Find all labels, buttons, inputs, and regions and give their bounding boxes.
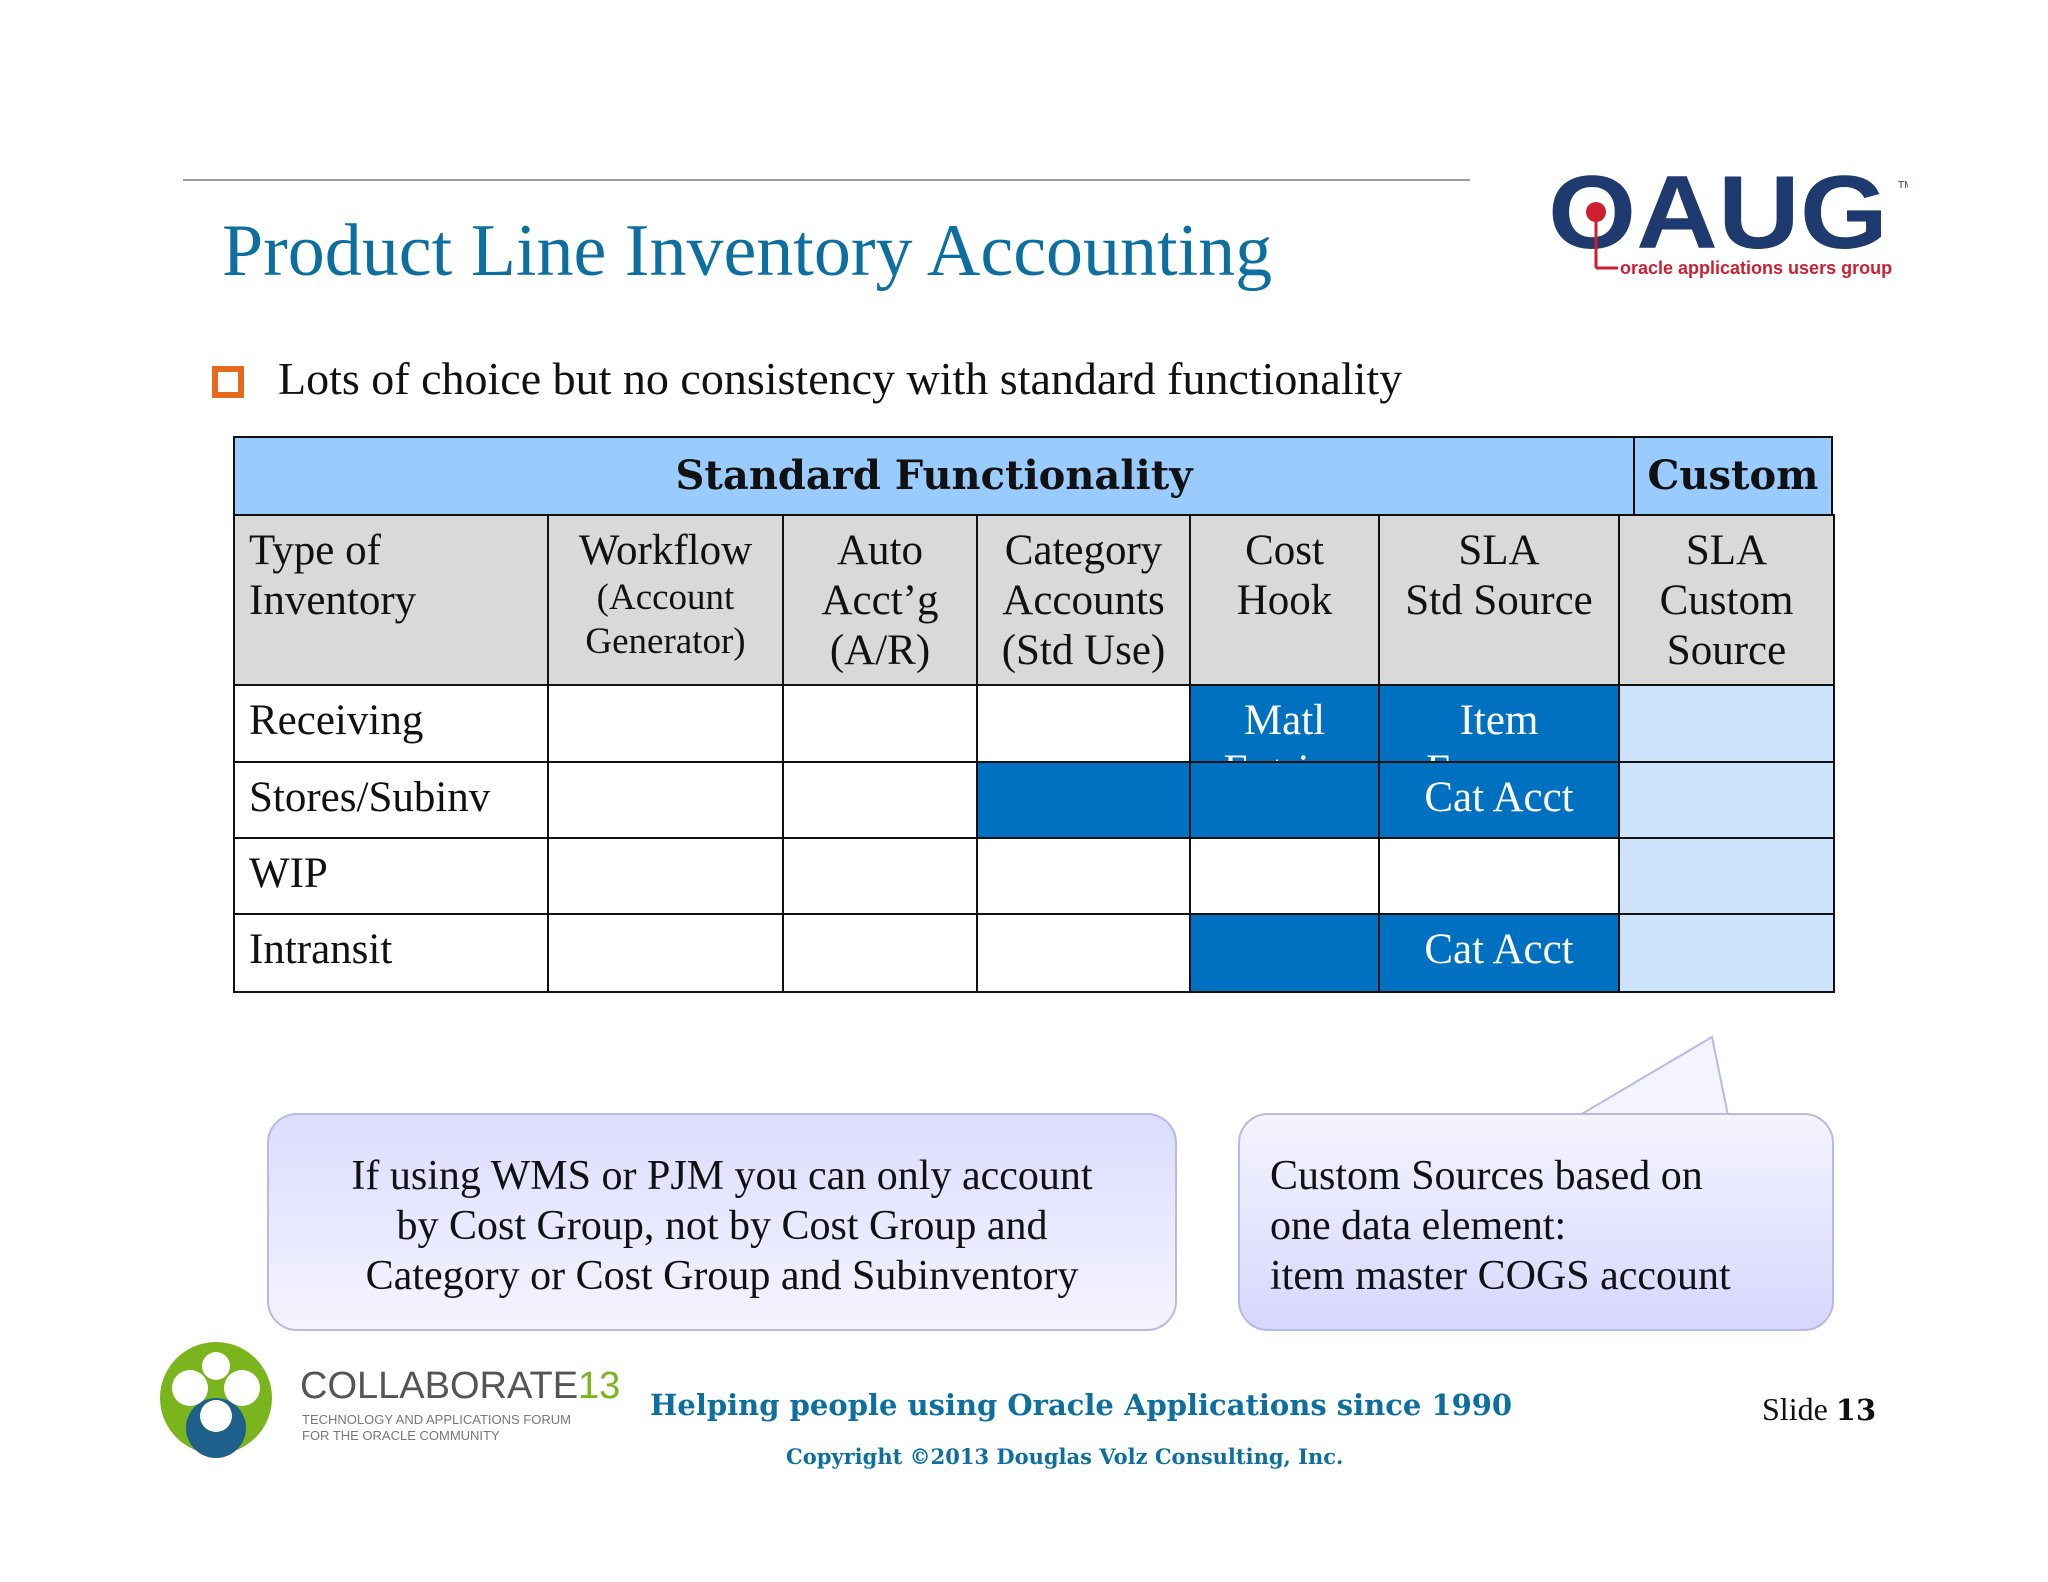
callout-right-line-2: one data element: <box>1270 1203 1567 1249</box>
column-header-type-of-inventory-line-1: Type of <box>249 527 381 574</box>
row-label-stores-subinv: Stores/Subinv <box>233 761 549 839</box>
column-header-category-accounts-std-use-line-2: Accounts <box>1002 577 1165 624</box>
table-cell-receiving-5-line-1: Item <box>1459 697 1539 744</box>
table-cell-wip-5 <box>1378 837 1620 915</box>
callout-right-line-1: Custom Sources based on <box>1270 1153 1703 1199</box>
callout-right-line-3: item master COGS account <box>1270 1253 1731 1299</box>
column-header-category-accounts-std-use-line-3: (Std Use) <box>1001 627 1166 674</box>
table-cell-receiving-3 <box>976 684 1191 763</box>
callout-left-line-2: by Cost Group, not by Cost Group and <box>396 1203 1048 1249</box>
table-cell-stores-subinv-2 <box>782 761 978 839</box>
table-cell-stores-subinv-3 <box>976 761 1191 839</box>
oaug-logo: OAUG TM oracle applications users group <box>1548 160 1908 278</box>
callout-left-line-1: If using WMS or PJM you can only account <box>351 1153 1093 1199</box>
callout-pointer <box>1580 1035 1732 1119</box>
bullet-square-icon <box>212 366 244 398</box>
column-header-cost-hook-line-2: Hook <box>1236 577 1333 624</box>
column-header-cost-hook-line-1: Cost <box>1245 527 1324 574</box>
column-header-sla-custom-source-line-2: Custom <box>1659 577 1794 624</box>
table-cell-stores-subinv-5: Cat Acct <box>1378 761 1620 839</box>
footer-tagline: Helping people using Oracle Applications… <box>650 1388 1513 1422</box>
table-cell-intransit-6 <box>1618 913 1835 993</box>
slide-label: Slide <box>1762 1391 1828 1427</box>
callout-left-line-3: Category or Cost Group and Subinventory <box>365 1253 1079 1299</box>
row-label-intransit-line-1: Intransit <box>249 926 393 973</box>
table-cell-stores-subinv-1 <box>547 761 784 839</box>
callout-wms-pjm: If using WMS or PJM you can only account… <box>267 1113 1177 1331</box>
column-header-sla-std-source-line-2: Std Source <box>1405 577 1593 624</box>
slide-number-value: 13 <box>1835 1393 1877 1427</box>
column-header-sla-std-source-line-1: SLA <box>1458 527 1540 574</box>
column-header-auto-acct-g-a-r-line-1: Auto <box>837 527 923 574</box>
table-cell-receiving-4: MatlEntriesOnly <box>1189 684 1380 844</box>
header-standard-functionality: Standard Functionality <box>233 436 1635 516</box>
row-label-wip-line-1: WIP <box>249 850 328 897</box>
table-cell-intransit-4 <box>1189 913 1380 993</box>
collaborate-logo: COLLABORATE 13 TECHNOLOGY AND APPLICATIO… <box>160 1342 620 1458</box>
table-cell-intransit-5: Cat Acct <box>1378 913 1620 993</box>
table-cell-stores-subinv-4 <box>1189 761 1380 839</box>
collaborate-tagline-2: FOR THE ORACLE COMMUNITY <box>302 1428 500 1443</box>
collaborate-tagline-1: TECHNOLOGY AND APPLICATIONS FORUM <box>302 1412 571 1427</box>
table-cell-intransit-2 <box>782 913 978 993</box>
table-cell-receiving-2 <box>782 684 978 763</box>
column-header-workflow-account-generator-line-2: (Account <box>596 577 735 618</box>
column-header-type-of-inventory-line-2: Inventory <box>249 577 417 624</box>
table-cell-stores-subinv-6 <box>1618 761 1835 839</box>
row-label-intransit: Intransit <box>233 913 549 993</box>
column-header-sla-custom-source-line-3: Source <box>1666 627 1787 674</box>
slide-title: Product Line Inventory Accounting <box>222 210 1273 292</box>
table-cell-receiving-1 <box>547 684 784 763</box>
column-header-auto-acct-g-a-r-line-3: (A/R) <box>829 627 931 674</box>
table-cell-wip-1 <box>547 837 784 915</box>
table-cell-stores-subinv-5-line-1: Cat Acct <box>1424 774 1574 821</box>
row-label-wip: WIP <box>233 837 549 915</box>
row-label-stores-subinv-line-1: Stores/Subinv <box>249 774 491 821</box>
slide-number: Slide 13 <box>1762 1393 1876 1425</box>
table-cell-intransit-3 <box>976 913 1191 993</box>
footer-copyright: Copyright ©2013 Douglas Volz Consulting,… <box>786 1444 1344 1469</box>
table-cell-receiving-4-line-1: Matl <box>1243 697 1326 744</box>
column-header-auto-acct-g-a-r-line-2: Acct’g <box>821 577 939 624</box>
collaborate-number: 13 <box>578 1365 620 1407</box>
table-cell-receiving-5: ItemExpenseAccount <box>1378 684 1620 844</box>
collaborate-wordmark: COLLABORATE <box>300 1365 578 1407</box>
table-cell-wip-3 <box>976 837 1191 915</box>
table-cell-wip-2 <box>782 837 978 915</box>
column-header-workflow-account-generator-line-3: Generator) <box>585 621 746 662</box>
row-label-receiving-line-1: Receiving <box>249 697 424 744</box>
table-cell-receiving-6 <box>1618 684 1835 763</box>
bullet-text: Lots of choice but no consistency with s… <box>278 353 1403 404</box>
column-header-sla-custom-source-line-1: SLA <box>1685 527 1768 574</box>
table-cell-intransit-5-line-1: Cat Acct <box>1424 926 1574 973</box>
table-cell-wip-4 <box>1189 837 1380 915</box>
column-header-workflow-account-generator-line-1: Workflow <box>578 527 753 574</box>
top-divider <box>183 179 1470 181</box>
table-cell-wip-6 <box>1618 837 1835 915</box>
table-cell-intransit-1 <box>547 913 784 993</box>
row-label-receiving: Receiving <box>233 684 549 763</box>
oaug-dot-icon <box>1586 202 1606 222</box>
header-custom: Custom <box>1633 436 1833 516</box>
oaug-subtitle: oracle applications users group <box>1620 258 1892 278</box>
column-header-category-accounts-std-use-line-1: Category <box>1004 527 1163 574</box>
oaug-trademark: TM <box>1898 180 1908 191</box>
